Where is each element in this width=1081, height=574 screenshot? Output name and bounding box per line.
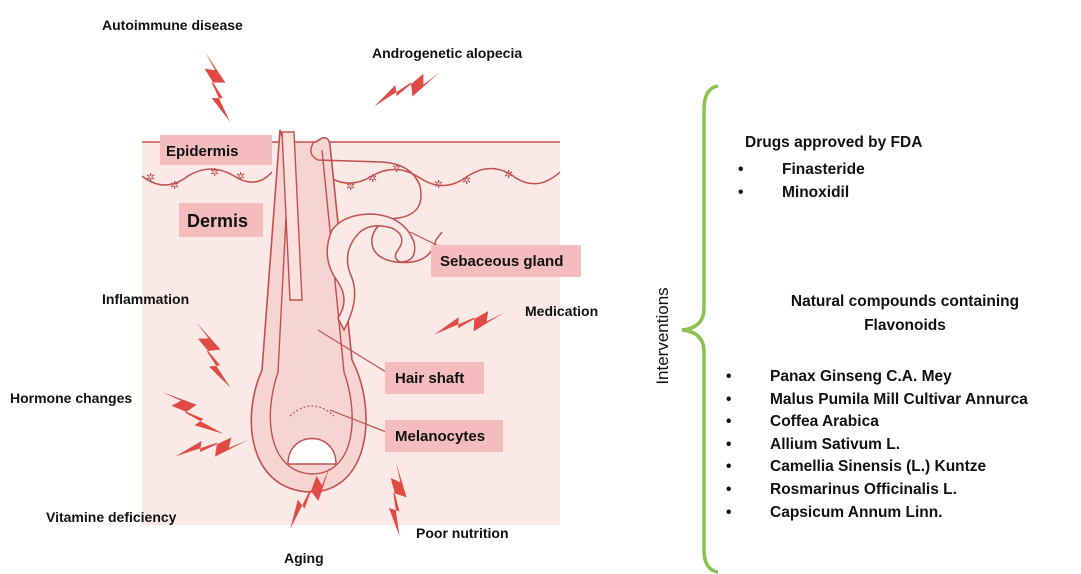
- list-item: •Minoxidil: [782, 181, 865, 204]
- interventions-brace: [682, 86, 718, 572]
- androgenetic-label: Androgenetic alopecia: [372, 45, 522, 61]
- aging-label: Aging: [284, 550, 324, 566]
- svg-text:✲: ✲: [236, 170, 245, 183]
- svg-text:✲: ✲: [346, 180, 355, 193]
- autoimmune-label: Autoimmune disease: [102, 17, 243, 33]
- bullet-icon: •: [726, 434, 731, 457]
- bullet-icon: •: [726, 502, 731, 525]
- list-item: •Panax Ginseng C.A. Mey: [770, 366, 1028, 389]
- list-item: •Finasteride: [782, 158, 865, 181]
- svg-text:✲: ✲: [504, 168, 513, 181]
- vitamine-label: Vitamine deficiency: [46, 509, 177, 525]
- androgenetic-bolt-icon: [374, 55, 440, 124]
- list-item: •Malus Pumila Mill Cultivar Annurca: [770, 389, 1028, 412]
- interventions-label: Interventions: [653, 287, 672, 384]
- svg-text:✲: ✲: [462, 174, 471, 187]
- bullet-icon: •: [738, 181, 743, 204]
- autoimmune-bolt-icon: [182, 52, 254, 122]
- epidermis-label: Epidermis: [166, 143, 239, 160]
- natural-compound-list: •Panax Ginseng C.A. Mey •Malus Pumila Mi…: [770, 366, 1028, 524]
- list-item: •Rosmarinus Officinalis L.: [770, 479, 1028, 502]
- list-item: •Allium Sativum L.: [770, 434, 1028, 457]
- dermis-label: Dermis: [187, 211, 248, 231]
- svg-text:✲: ✲: [368, 172, 377, 185]
- bullet-icon: •: [726, 479, 731, 502]
- fda-heading: Drugs approved by FDA: [745, 134, 922, 152]
- svg-text:✲: ✲: [434, 178, 443, 191]
- bullet-icon: •: [726, 366, 731, 389]
- list-item: •Capsicum Annum Linn.: [770, 502, 1028, 525]
- list-item: •Coffea Arabica: [770, 411, 1028, 434]
- svg-text:✲: ✲: [146, 171, 155, 184]
- bullet-icon: •: [726, 389, 731, 412]
- sebaceous-gland-label: Sebaceous gland: [440, 253, 563, 270]
- inflammation-label: Inflammation: [102, 291, 189, 307]
- bullet-icon: •: [726, 411, 731, 434]
- medication-label: Medication: [525, 303, 598, 319]
- hair-shaft-label: Hair shaft: [395, 370, 464, 387]
- natural-compounds-heading: Natural compounds containing Flavonoids: [760, 290, 1050, 338]
- melanocytes-label: Melanocytes: [395, 428, 485, 445]
- skin-tissue: ✲✲✲✲ ✲✲✲✲✲✲: [142, 130, 560, 525]
- list-item: •Camellia Sinensis (L.) Kuntze: [770, 456, 1028, 479]
- bullet-icon: •: [726, 456, 731, 479]
- fda-drug-list: •Finasteride •Minoxidil: [782, 158, 865, 204]
- bullet-icon: •: [738, 158, 743, 181]
- hormone-label: Hormone changes: [10, 390, 132, 406]
- svg-text:✲: ✲: [170, 179, 179, 192]
- svg-text:✲: ✲: [210, 166, 219, 179]
- poor-nutrition-label: Poor nutrition: [416, 525, 509, 541]
